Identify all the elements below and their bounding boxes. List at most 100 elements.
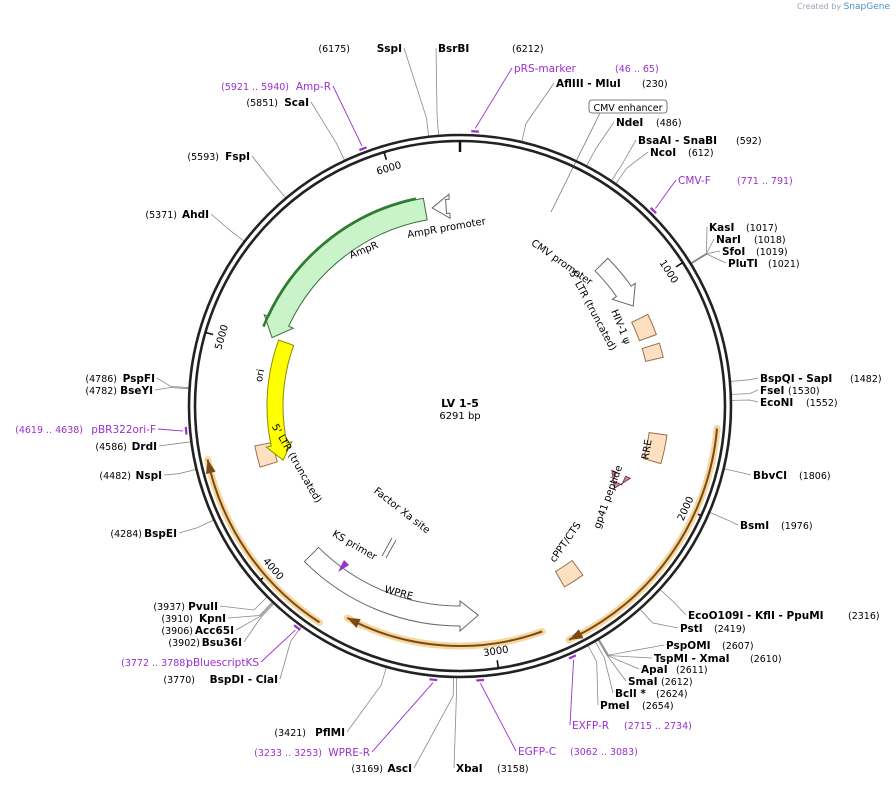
- primer-mark: [649, 207, 657, 215]
- enzyme-name: ApaI: [641, 664, 668, 676]
- enzyme-name: NspI: [136, 470, 162, 482]
- enzyme-leader-line: [730, 399, 759, 403]
- enzyme-name: TspMI - XmaI: [654, 653, 730, 665]
- enzyme-leader-line: [178, 519, 215, 534]
- enzyme-leader-line: [403, 47, 430, 137]
- factor-xa-site-mark: [381, 537, 393, 557]
- enzyme-position: (1806): [799, 471, 831, 482]
- enzyme-position: (6175): [318, 44, 350, 55]
- primer-leader-line: [655, 179, 677, 209]
- enzyme-name: AscI: [387, 763, 412, 775]
- ks-primer-mark: [338, 560, 349, 572]
- enzyme-position: (3421): [274, 728, 306, 739]
- enzyme-name: BspQI - SapI: [760, 373, 832, 385]
- ampr-orf-arc: [262, 197, 417, 328]
- enzyme-position: (3906): [161, 626, 193, 637]
- enzyme-position: (4482): [99, 471, 131, 482]
- primer-range: (771 .. 791): [737, 176, 793, 187]
- wpre-orf-arc: [343, 614, 546, 650]
- enzyme-position: (1976): [781, 521, 813, 532]
- primer-name: WPRE-R: [328, 747, 370, 759]
- scale-label: 3000: [483, 645, 510, 660]
- enzyme-name: KpnI: [199, 613, 226, 625]
- enzyme-leader-line: [219, 596, 268, 611]
- scale-tick: [205, 331, 214, 336]
- enzyme-name: DrdI: [132, 441, 157, 453]
- rre-box: [642, 432, 668, 465]
- enzyme-name: PspFI: [123, 373, 155, 385]
- primer-range: (4619 .. 4638): [15, 425, 83, 436]
- primer-name: pBR322ori-F: [91, 424, 156, 436]
- enzyme-position: (3902): [168, 638, 200, 649]
- enzyme-leader-line: [639, 608, 679, 629]
- primer-leader-line: [474, 67, 513, 129]
- enzyme-leader-line: [156, 377, 190, 389]
- enzyme-name: NcoI: [650, 147, 676, 159]
- enzyme-name: PmeI: [600, 700, 630, 712]
- primer-mark: [359, 146, 367, 152]
- primer-leader-line: [569, 659, 575, 726]
- wpre-arc: [303, 546, 480, 633]
- feature-label: ori: [254, 368, 267, 383]
- primer-range: (46 .. 65): [615, 64, 659, 75]
- enzyme-name: BspDI - ClaI: [210, 674, 278, 686]
- primer-leader-line: [157, 428, 184, 432]
- ori-arc: [265, 339, 295, 461]
- enzyme-position: (592): [736, 136, 762, 147]
- enzyme-name: FspI: [225, 151, 250, 163]
- primer-name: EXFP-R: [572, 720, 609, 732]
- cmv-promoter-arc: [594, 257, 636, 307]
- enzyme-position: (3169): [351, 764, 383, 775]
- ampr-arc: [263, 197, 428, 339]
- enzyme-position: (6212): [512, 44, 544, 55]
- primer-leader-line: [332, 85, 363, 147]
- cppt-cts-box: [554, 559, 584, 588]
- enzyme-position: (3910): [161, 614, 193, 625]
- enzyme-name: BclI *: [615, 688, 646, 700]
- factor-xa-site-mark: [385, 539, 397, 559]
- enzyme-position: (2610): [750, 654, 782, 665]
- enzyme-leader-line: [235, 602, 274, 631]
- enzyme-position: (5371): [145, 210, 177, 221]
- enzyme-name: EcoO109I - KflI - PpuMI: [688, 610, 824, 622]
- feature-label: Factor Xa site: [371, 486, 431, 537]
- primer-name: EGFP-C: [518, 746, 556, 758]
- cmv-enhancer-box: [588, 99, 668, 114]
- enzyme-position: (2624): [656, 689, 688, 700]
- enzyme-name: PspOMI: [666, 640, 711, 652]
- enzyme-name: KasI: [709, 222, 734, 234]
- enzyme-position: (2654): [642, 701, 674, 712]
- feature-label: CMV enhancer: [593, 103, 662, 114]
- feature-label: CMV promoter: [529, 238, 595, 289]
- enzyme-position: (3158): [497, 764, 529, 775]
- enzyme-name: Bsu36I: [202, 637, 242, 649]
- enzyme-name: FseI: [760, 385, 784, 397]
- primer-mark: [184, 426, 188, 435]
- enzyme-name: AflIII - MluI: [556, 78, 621, 90]
- enzyme-leader-line: [435, 47, 439, 136]
- enzyme-name: BseYI: [120, 385, 153, 397]
- primer-name: Amp-R: [296, 81, 331, 93]
- primer-name: pRS-marker: [514, 63, 577, 75]
- primer-mark: [429, 678, 438, 682]
- enzyme-position: (4786): [85, 374, 117, 385]
- enzyme-position: (2419): [714, 624, 746, 635]
- enzyme-position: (612): [688, 148, 714, 159]
- gp41-peptide-arrow: [611, 469, 632, 489]
- primer-leader-line: [479, 683, 517, 752]
- enzyme-position: (4586): [95, 442, 127, 453]
- enzyme-name: NdeI: [616, 117, 643, 129]
- ampr-promoter-arc: [431, 193, 451, 220]
- snapgene-watermark: Created by SnapGene: [797, 2, 890, 12]
- primer-name: CMV-F: [678, 175, 711, 187]
- primer-mark: [293, 624, 301, 631]
- enzyme-name: BsrBI: [438, 43, 469, 55]
- enzyme-leader-line: [251, 155, 287, 199]
- enzyme-leader-line: [597, 639, 640, 670]
- enzyme-position: (3937): [153, 602, 185, 613]
- enzyme-name: XbaI: [456, 763, 483, 775]
- enzyme-name: BsmI: [740, 520, 769, 532]
- plasmid-size: 6291 bp: [439, 411, 480, 422]
- enzyme-position: (2316): [848, 611, 880, 622]
